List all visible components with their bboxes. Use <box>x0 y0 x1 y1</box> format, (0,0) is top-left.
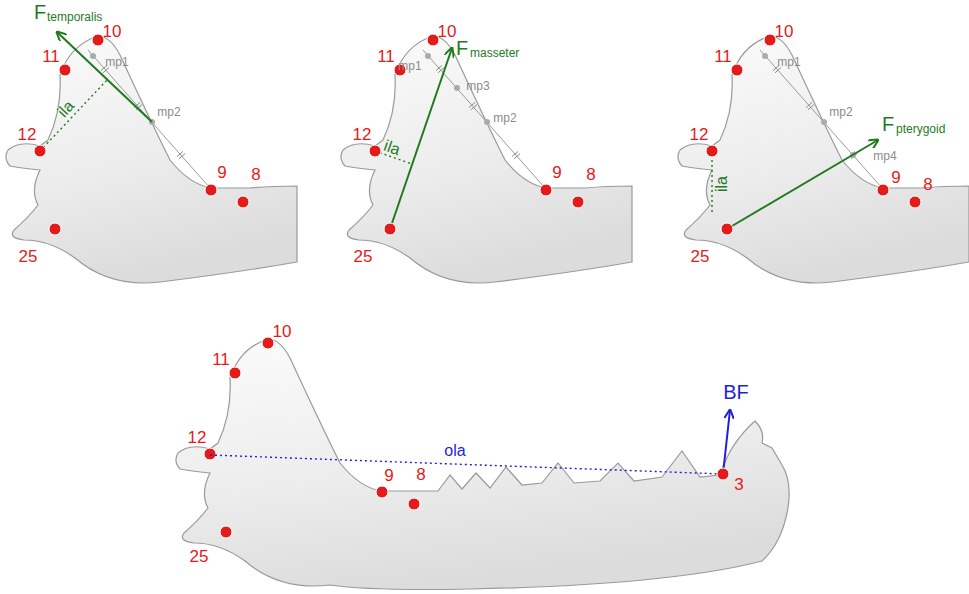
landmark-number: 8 <box>923 176 932 193</box>
whole-mandible <box>176 337 789 590</box>
temporalis-panel <box>6 32 297 283</box>
force-label: ila <box>714 176 730 192</box>
landmark-number: 9 <box>891 169 900 186</box>
landmark-number: 11 <box>212 351 230 368</box>
force-label: temporalis <box>47 11 102 23</box>
landmark-number: 9 <box>217 164 226 181</box>
out-lever-line <box>210 455 723 474</box>
force-label: pterygoid <box>896 123 945 135</box>
landmark-number: 8 <box>416 466 425 483</box>
bite-force-arrow <box>723 410 730 474</box>
masseter-panel <box>341 34 632 283</box>
force-label: F <box>34 2 46 22</box>
landmark-number: 3 <box>734 476 743 493</box>
force-label: masseter <box>470 47 519 59</box>
muscle-point-label: mp3 <box>466 80 489 92</box>
landmark-number: 10 <box>438 23 457 40</box>
landmark-number: 8 <box>251 166 260 183</box>
landmark-number: 12 <box>690 126 709 143</box>
lever-label: ola <box>444 443 465 459</box>
landmark-number: 25 <box>190 548 209 565</box>
landmark-number: 10 <box>273 323 292 340</box>
landmark-number: 25 <box>354 248 373 265</box>
force-label: F <box>882 114 894 134</box>
landmark-number: 12 <box>18 126 37 143</box>
landmark-number: 9 <box>384 467 393 484</box>
landmark-number: 11 <box>42 48 60 65</box>
muscle-point-label: mp2 <box>493 112 516 124</box>
muscle-point-label: mp1 <box>398 60 421 72</box>
force-label: F <box>456 38 468 58</box>
landmark-number: 10 <box>775 23 794 40</box>
landmark-number: 25 <box>691 248 710 265</box>
muscle-point-label: mp1 <box>777 56 800 68</box>
landmark-number: 25 <box>19 248 38 265</box>
muscle-point-label: mp2 <box>829 106 852 118</box>
lever-label: BF <box>723 382 749 402</box>
landmark-number: 9 <box>552 164 561 181</box>
landmark-number: 12 <box>353 126 372 143</box>
muscle-point-label: mp1 <box>105 56 128 68</box>
landmark-number: 10 <box>103 23 122 40</box>
landmark-number: 12 <box>188 429 207 446</box>
landmark-number: 11 <box>377 48 395 65</box>
landmark-number: 11 <box>714 48 732 65</box>
landmark-number: 8 <box>586 166 595 183</box>
pterygoid-panel <box>678 34 969 283</box>
muscle-point-label: mp2 <box>157 106 180 118</box>
muscle-point-label: mp4 <box>873 150 896 162</box>
